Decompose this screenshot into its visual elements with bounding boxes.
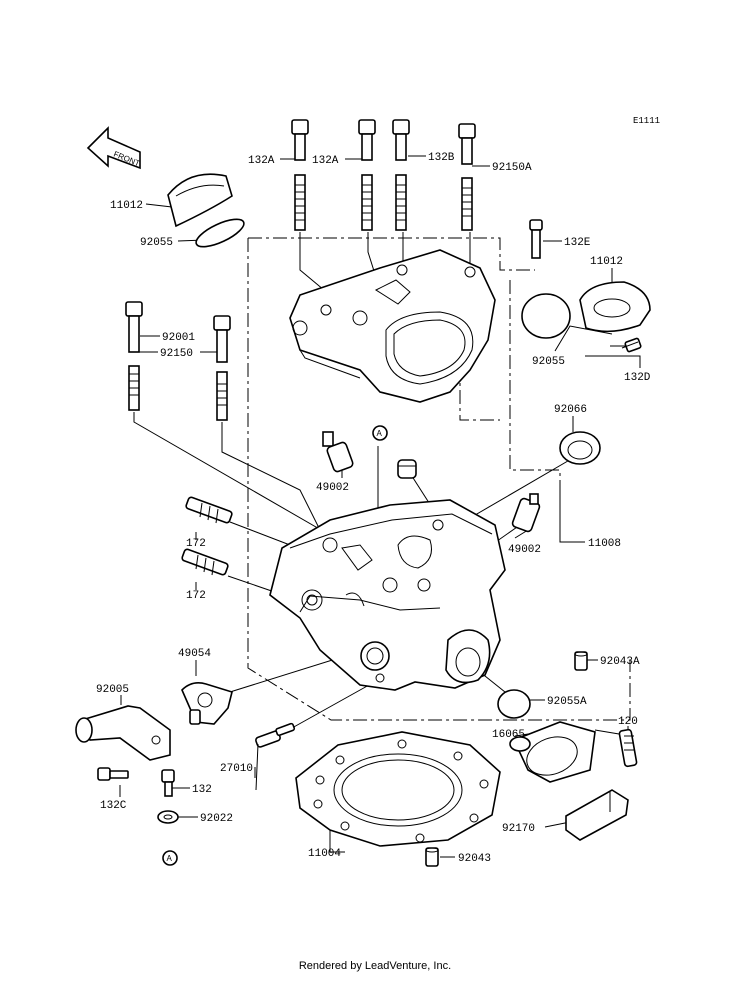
bolt-92150a: [458, 123, 476, 231]
label-92043: 92043: [458, 853, 491, 865]
label-92066: 92066: [554, 404, 587, 416]
label-92055-right: 92055: [532, 356, 565, 368]
water-pipe-92005: [75, 705, 171, 761]
dowel-pin-92043: [425, 847, 439, 867]
bolt-132a-1: [291, 119, 309, 231]
svg-text:A: A: [167, 854, 173, 863]
label-92001: 92001: [162, 332, 195, 344]
label-27010: 27010: [220, 763, 253, 775]
bolt-132e: [529, 219, 543, 259]
label-11008: 11008: [588, 538, 621, 550]
diagram-code: E1111: [633, 116, 661, 126]
part-labels: 132A 132A 132B 92150A 11012 92055 132E 1…: [96, 152, 651, 865]
label-92150: 92150: [160, 348, 193, 360]
label-49002-right: 49002: [508, 544, 541, 556]
label-92055-left: 92055: [140, 237, 173, 249]
cylinder-head-cover: [289, 249, 496, 403]
dowel-pin-92043a: [574, 651, 588, 671]
bolt-92150: [213, 315, 231, 421]
label-92022: 92022: [200, 813, 233, 825]
bolt-132b: [392, 119, 410, 231]
label-132a-1: 132A: [248, 155, 275, 167]
label-92170: 92170: [502, 823, 535, 835]
bolt-92001: [125, 301, 143, 411]
label-132: 132: [192, 784, 212, 796]
label-49054: 49054: [178, 648, 211, 660]
bolt-132a-2: [358, 119, 376, 231]
cover-bolts: [291, 119, 543, 259]
head-bolts-left: [125, 301, 231, 421]
oil-seal-92066: [559, 431, 601, 465]
label-16065: 16065: [492, 729, 525, 741]
bolt-120: [618, 728, 638, 768]
label-172-upper: 172: [186, 538, 206, 550]
valve-cover-cap-11012-right: [521, 281, 651, 353]
thermostat-49054: [181, 682, 233, 725]
label-92150a: 92150A: [492, 162, 532, 174]
label-92043a: 92043A: [600, 656, 640, 668]
label-11012-left: 11012: [110, 200, 143, 212]
o-ring-92055a: [497, 689, 531, 719]
label-92055a: 92055A: [547, 696, 587, 708]
valve-cover-cap-11012-left: [167, 173, 245, 248]
label-132a-2: 132A: [312, 155, 339, 167]
render-credit: Rendered by LeadVenture, Inc.: [298, 960, 452, 972]
label-11004: 11004: [308, 848, 341, 860]
label-120: 120: [618, 716, 638, 728]
tappet-adjuster-49002-right: [511, 493, 541, 533]
label-132e: 132E: [564, 237, 591, 249]
label-49002-left: 49002: [316, 482, 349, 494]
washer-92022: [157, 810, 179, 824]
front-direction-arrow-icon: FRONT: [86, 126, 141, 170]
bolt-132d: [621, 337, 642, 353]
label-132b: 132B: [428, 152, 455, 164]
label-132d: 132D: [624, 372, 651, 384]
label-172-lower: 172: [186, 590, 206, 602]
label-92005: 92005: [96, 684, 129, 696]
plug-center: [397, 459, 417, 479]
head-gasket-11004: [295, 731, 501, 847]
assembly-guide-lines: [247, 237, 631, 721]
holder-92170: [565, 789, 629, 841]
callout-a-top: A: [372, 425, 388, 441]
inlet-pipe-16065: [509, 721, 596, 783]
callout-a-bottom: A: [162, 850, 178, 866]
svg-text:A: A: [377, 429, 383, 438]
label-132c: 132C: [100, 800, 127, 812]
stud-172-lower: [181, 548, 229, 576]
bolt-132: [161, 769, 175, 797]
cylinder-head-11008: [269, 499, 506, 691]
spark-plug-27010: [255, 722, 296, 791]
label-11012-right: 11012: [590, 256, 623, 268]
stud-172-upper: [185, 496, 233, 524]
tappet-adjuster-49002-left: [322, 431, 354, 473]
bolt-132c: [97, 767, 129, 781]
